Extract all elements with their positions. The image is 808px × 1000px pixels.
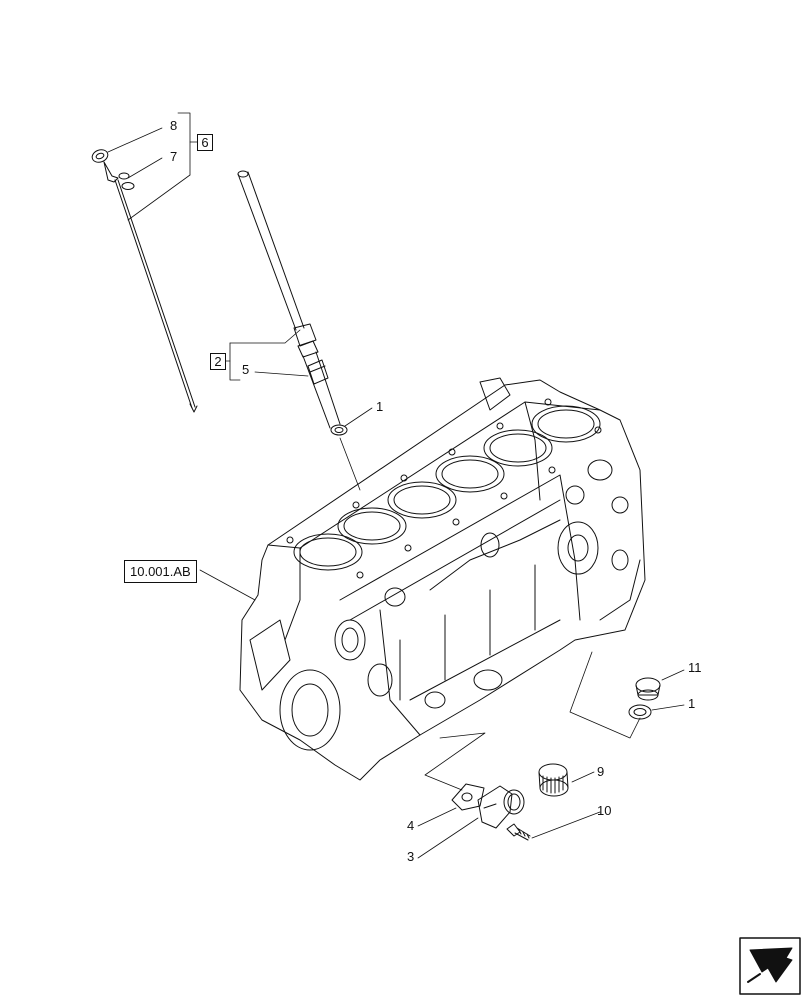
callout-1-top: 1	[376, 399, 384, 414]
drain-plug-washer	[628, 704, 652, 720]
mounting-screw	[506, 823, 531, 841]
engine-block	[239, 377, 646, 781]
callout-3: 3	[407, 849, 415, 864]
next-page-arrow-icon[interactable]	[739, 937, 801, 995]
drain-plug	[635, 677, 661, 701]
leader-lines	[107, 112, 685, 859]
dipstick-guide-tube	[237, 170, 341, 429]
guide-tube-fitting	[307, 359, 329, 385]
filter-cap	[538, 763, 569, 797]
elbow-fitting	[477, 785, 525, 829]
callout-7: 7	[170, 149, 178, 164]
callout-10: 10	[597, 803, 612, 818]
reference-label[interactable]: 10.001.AB	[124, 560, 197, 583]
callout-4: 4	[407, 818, 415, 833]
dipstick-seal-rings	[118, 172, 135, 190]
callout-8: 8	[170, 118, 178, 133]
dipstick-assembly	[91, 149, 198, 413]
callout-9: 9	[597, 764, 605, 779]
sealing-washer-top	[330, 424, 348, 436]
callout-6: 6	[197, 134, 213, 151]
callout-1-right: 1	[688, 696, 696, 711]
callout-11: 11	[688, 660, 702, 675]
callout-5: 5	[242, 362, 250, 377]
callout-2: 2	[210, 353, 226, 370]
